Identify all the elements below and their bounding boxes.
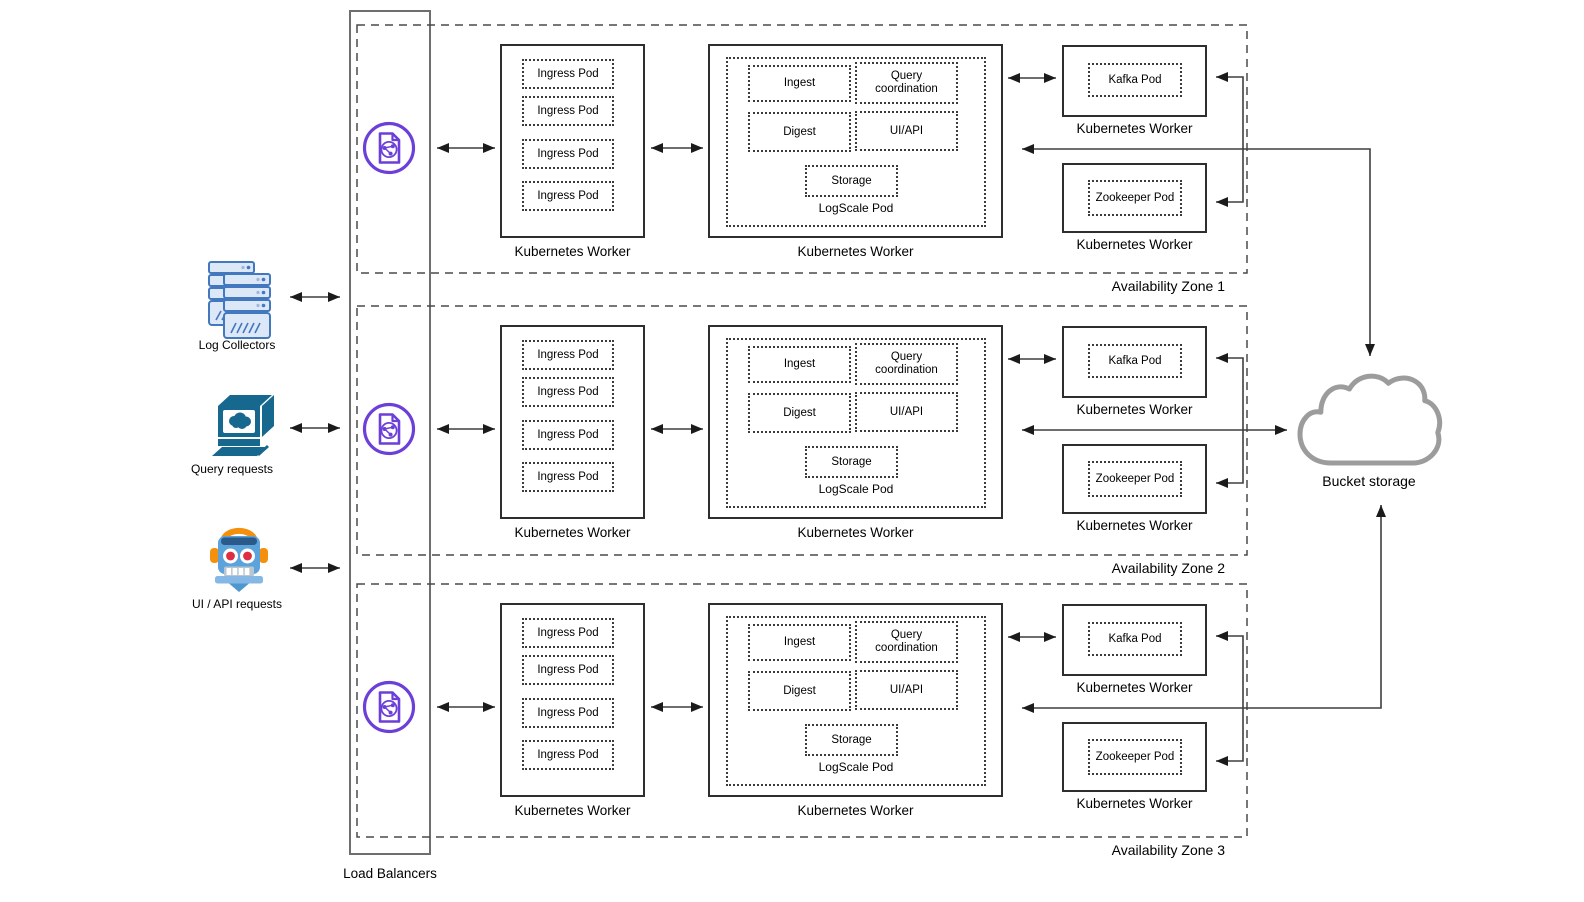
ui-api-component: UI/API [855,670,958,710]
ingest-component: Ingest [748,65,851,102]
digest-component: Digest [748,671,851,711]
bucket-storage-label: Bucket storage [1322,473,1416,489]
load-balancers-frame [349,10,431,855]
kafka-worker-box [1062,604,1207,676]
load-balancer-icon [361,401,417,457]
load-balancer-icon [361,679,417,735]
storage-component: Storage [805,446,898,478]
zookeeper-worker-label: Kubernetes Worker [1076,518,1193,533]
source-ui-api-requests [209,526,269,599]
zookeeper-pod: Zookeeper Pod [1088,180,1182,216]
kafka-pod: Kafka Pod [1088,622,1182,656]
digest-component: Digest [748,112,851,152]
logscale-pod-frame [726,616,986,786]
kafka-worker-label: Kubernetes Worker [1076,680,1193,695]
load-balancer-icon [361,120,417,176]
ingest-component: Ingest [748,624,851,661]
ingress-pod: Ingress Pod [522,181,614,211]
ingress-pod: Ingress Pod [522,740,614,770]
kafka-worker-label: Kubernetes Worker [1076,121,1193,136]
arrow-kafka-zookeeper-bracket [1216,72,1244,207]
zookeeper-worker-label: Kubernetes Worker [1076,796,1193,811]
source-query-requests [210,388,278,463]
logscale-pod-frame [726,57,986,227]
source-label-query-requests: Query requests [190,462,274,476]
ingress-worker-label: Kubernetes Worker [514,525,631,540]
zookeeper-pod: Zookeeper Pod [1088,739,1182,775]
ingress-pod: Ingress Pod [522,340,614,370]
arrow-kafka-zookeeper-bracket [1216,631,1244,766]
availability-zone-border [356,583,1248,838]
query-coordination-component: Query coordination [855,621,958,663]
digest-component: Digest [748,393,851,433]
robot-icon [210,527,268,592]
ingress-pod: Ingress Pod [522,618,614,648]
logscale-pod-label: LogScale Pod [818,482,894,496]
storage-component: Storage [805,165,898,197]
query-coordination-component: Query coordination [855,343,958,385]
ingress-worker-label: Kubernetes Worker [514,244,631,259]
ingress-pod: Ingress Pod [522,420,614,450]
arrow-zone-bucket-storage [1022,144,1375,356]
query-coordination-component: Query coordination [855,62,958,104]
zookeeper-pod: Zookeeper Pod [1088,461,1182,497]
arrow-kafka-zookeeper-bracket [1216,353,1244,488]
ingress-pod: Ingress Pod [522,377,614,407]
cloud-icon [1300,376,1440,463]
ui-api-component: UI/API [855,111,958,151]
storage-component: Storage [805,724,898,756]
kafka-worker-label: Kubernetes Worker [1076,402,1193,417]
availability-zone-title: Availability Zone 3 [1111,842,1225,858]
ui-api-component: UI/API [855,392,958,432]
kafka-pod: Kafka Pod [1088,344,1182,378]
source-log-collectors [206,260,272,345]
ingress-pod: Ingress Pod [522,96,614,126]
kafka-pod: Kafka Pod [1088,63,1182,97]
ingress-pod: Ingress Pod [522,698,614,728]
logscale-pod-label: LogScale Pod [818,760,894,774]
logscale-pod-frame [726,338,986,508]
logscale-worker-label: Kubernetes Worker [797,525,914,540]
server-front [223,273,271,339]
ingress-pod: Ingress Pod [522,139,614,169]
source-label-log-collectors: Log Collectors [198,338,276,352]
logscale-worker-label: Kubernetes Worker [797,244,914,259]
source-label-ui-api-requests: UI / API requests [191,597,283,611]
ingress-pod: Ingress Pod [522,462,614,492]
zookeeper-worker-label: Kubernetes Worker [1076,237,1193,252]
ingress-pod: Ingress Pod [522,655,614,685]
terminal-cloud-icon [212,395,274,456]
load-balancers-label: Load Balancers [343,866,437,881]
availability-zone-title: Availability Zone 1 [1111,278,1225,294]
logscale-pod-label: LogScale Pod [818,201,894,215]
ingress-worker-label: Kubernetes Worker [514,803,631,818]
logscale-worker-label: Kubernetes Worker [797,803,914,818]
ingress-pod: Ingress Pod [522,59,614,89]
arrow-zone-bucket-storage [1022,505,1386,713]
ingest-component: Ingest [748,346,851,383]
availability-zone-title: Availability Zone 2 [1111,560,1225,576]
server-stack-icon [208,261,271,339]
